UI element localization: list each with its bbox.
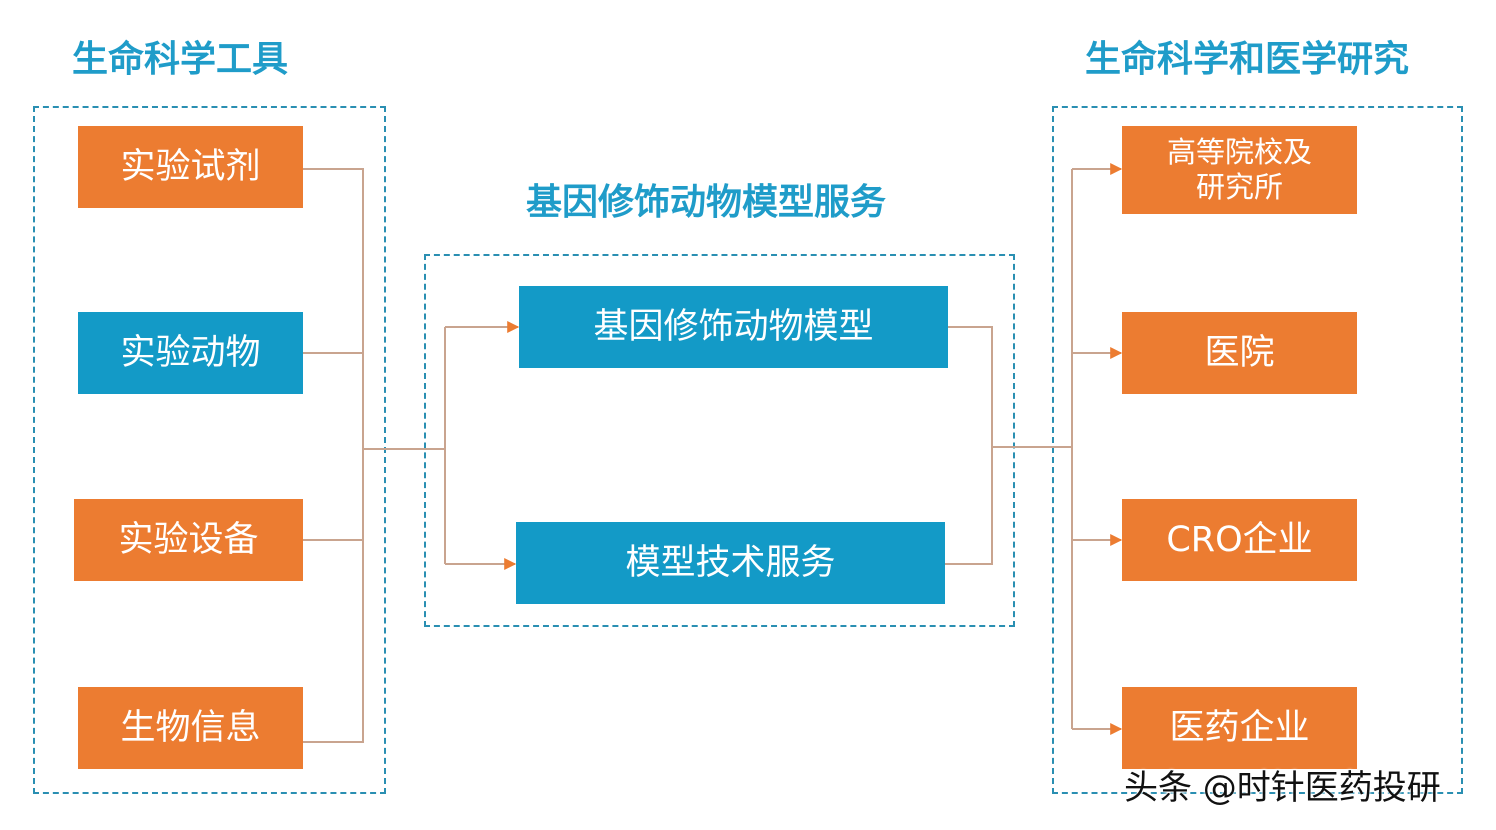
connector-left-1 xyxy=(303,168,364,743)
center-box-model-tech-services: 模型技术服务 xyxy=(516,522,945,604)
center-box-gm-animal-models: 基因修饰动物模型 xyxy=(519,286,948,368)
right-group-frame xyxy=(1052,106,1463,794)
watermark-text: 头条 @时针医药投研 xyxy=(1124,768,1441,808)
left-box-lab-equipment: 实验设备 xyxy=(74,499,303,581)
center-group-frame xyxy=(424,254,1015,627)
center-group-title: 基因修饰动物模型服务 xyxy=(526,182,887,223)
right-box-universities-institutes: 高等院校及 研究所 xyxy=(1122,126,1357,214)
left-box-reagents: 实验试剂 xyxy=(78,126,303,208)
left-box-lab-animals: 实验动物 xyxy=(78,312,303,394)
left-box-bioinformatics: 生物信息 xyxy=(78,687,303,769)
right-box-cro-companies: CRO企业 xyxy=(1122,499,1357,581)
right-box-hospitals: 医院 xyxy=(1122,312,1357,394)
right-box-pharma-companies: 医药企业 xyxy=(1122,687,1357,769)
left-group-title: 生命科学工具 xyxy=(72,39,289,80)
right-group-title: 生命科学和医学研究 xyxy=(1085,39,1410,80)
connector-center-out xyxy=(945,326,993,565)
